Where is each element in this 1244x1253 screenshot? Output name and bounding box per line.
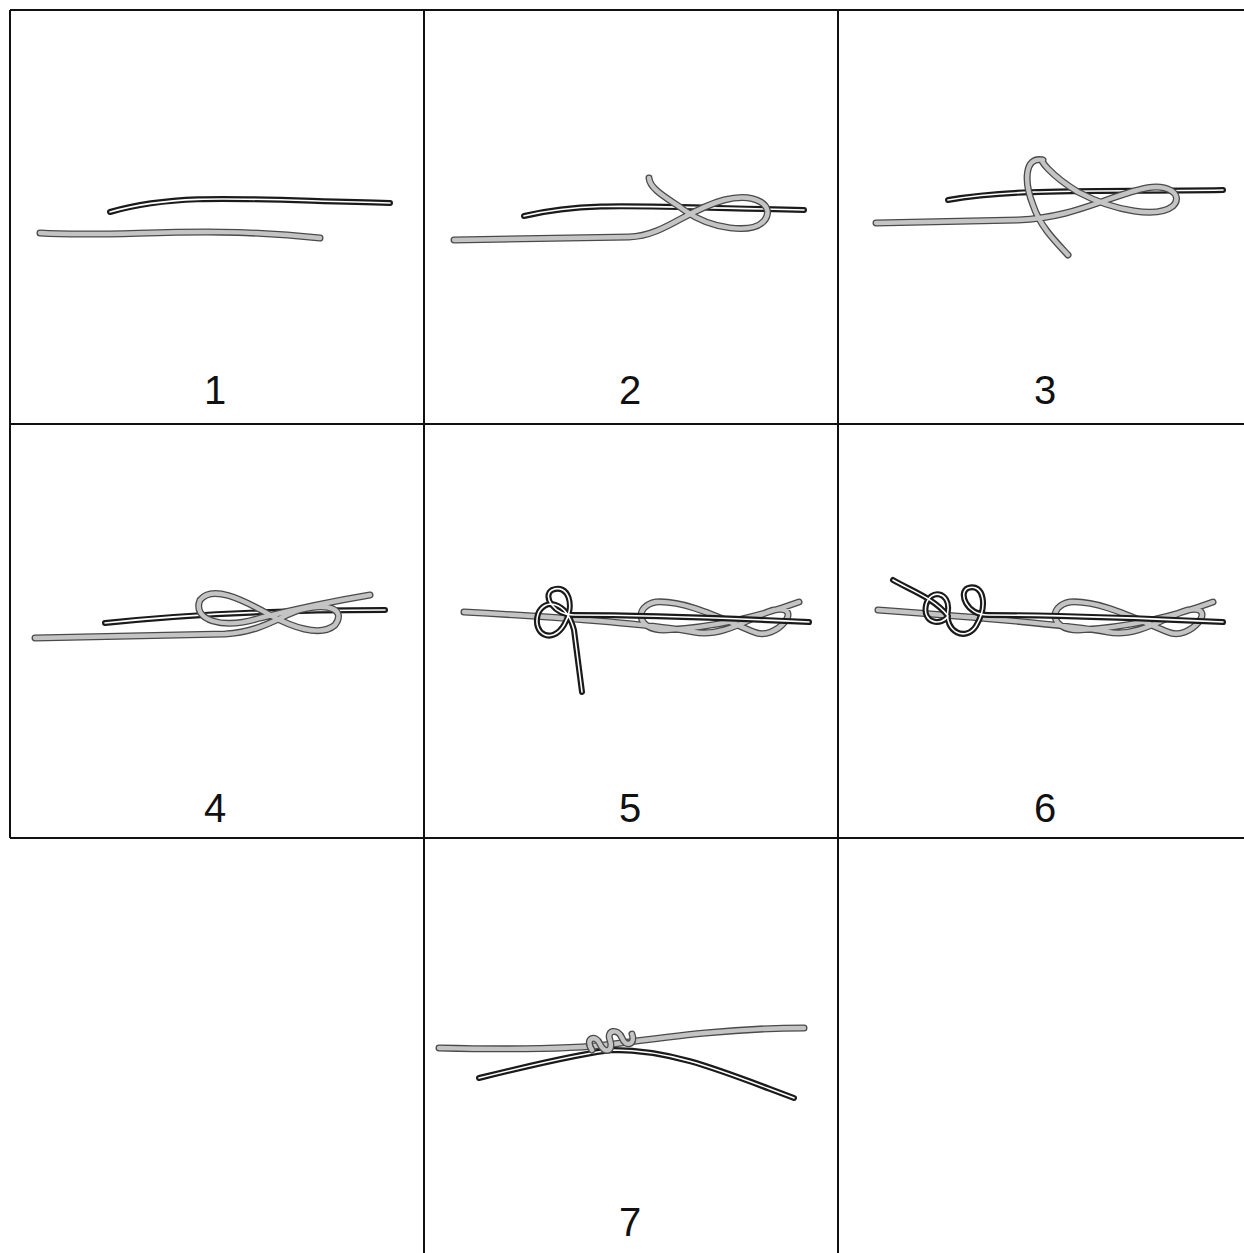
- rope-step-6: [878, 580, 1223, 634]
- step-number: 1: [204, 370, 226, 410]
- step-number: 7: [619, 1202, 641, 1242]
- step-number: 6: [1034, 788, 1056, 828]
- step-number: 3: [1034, 370, 1056, 410]
- step-number: 2: [619, 370, 641, 410]
- rope-step-2: [454, 178, 804, 240]
- rope-step-3: [876, 160, 1223, 255]
- step-number: 4: [204, 788, 226, 828]
- panel-grid: [10, 10, 1244, 1253]
- rope-step-7: [439, 1028, 804, 1098]
- step-number: 5: [619, 788, 641, 828]
- rope-step-1: [40, 199, 390, 238]
- rope-step-4: [35, 593, 385, 638]
- rope-step-5: [464, 589, 809, 692]
